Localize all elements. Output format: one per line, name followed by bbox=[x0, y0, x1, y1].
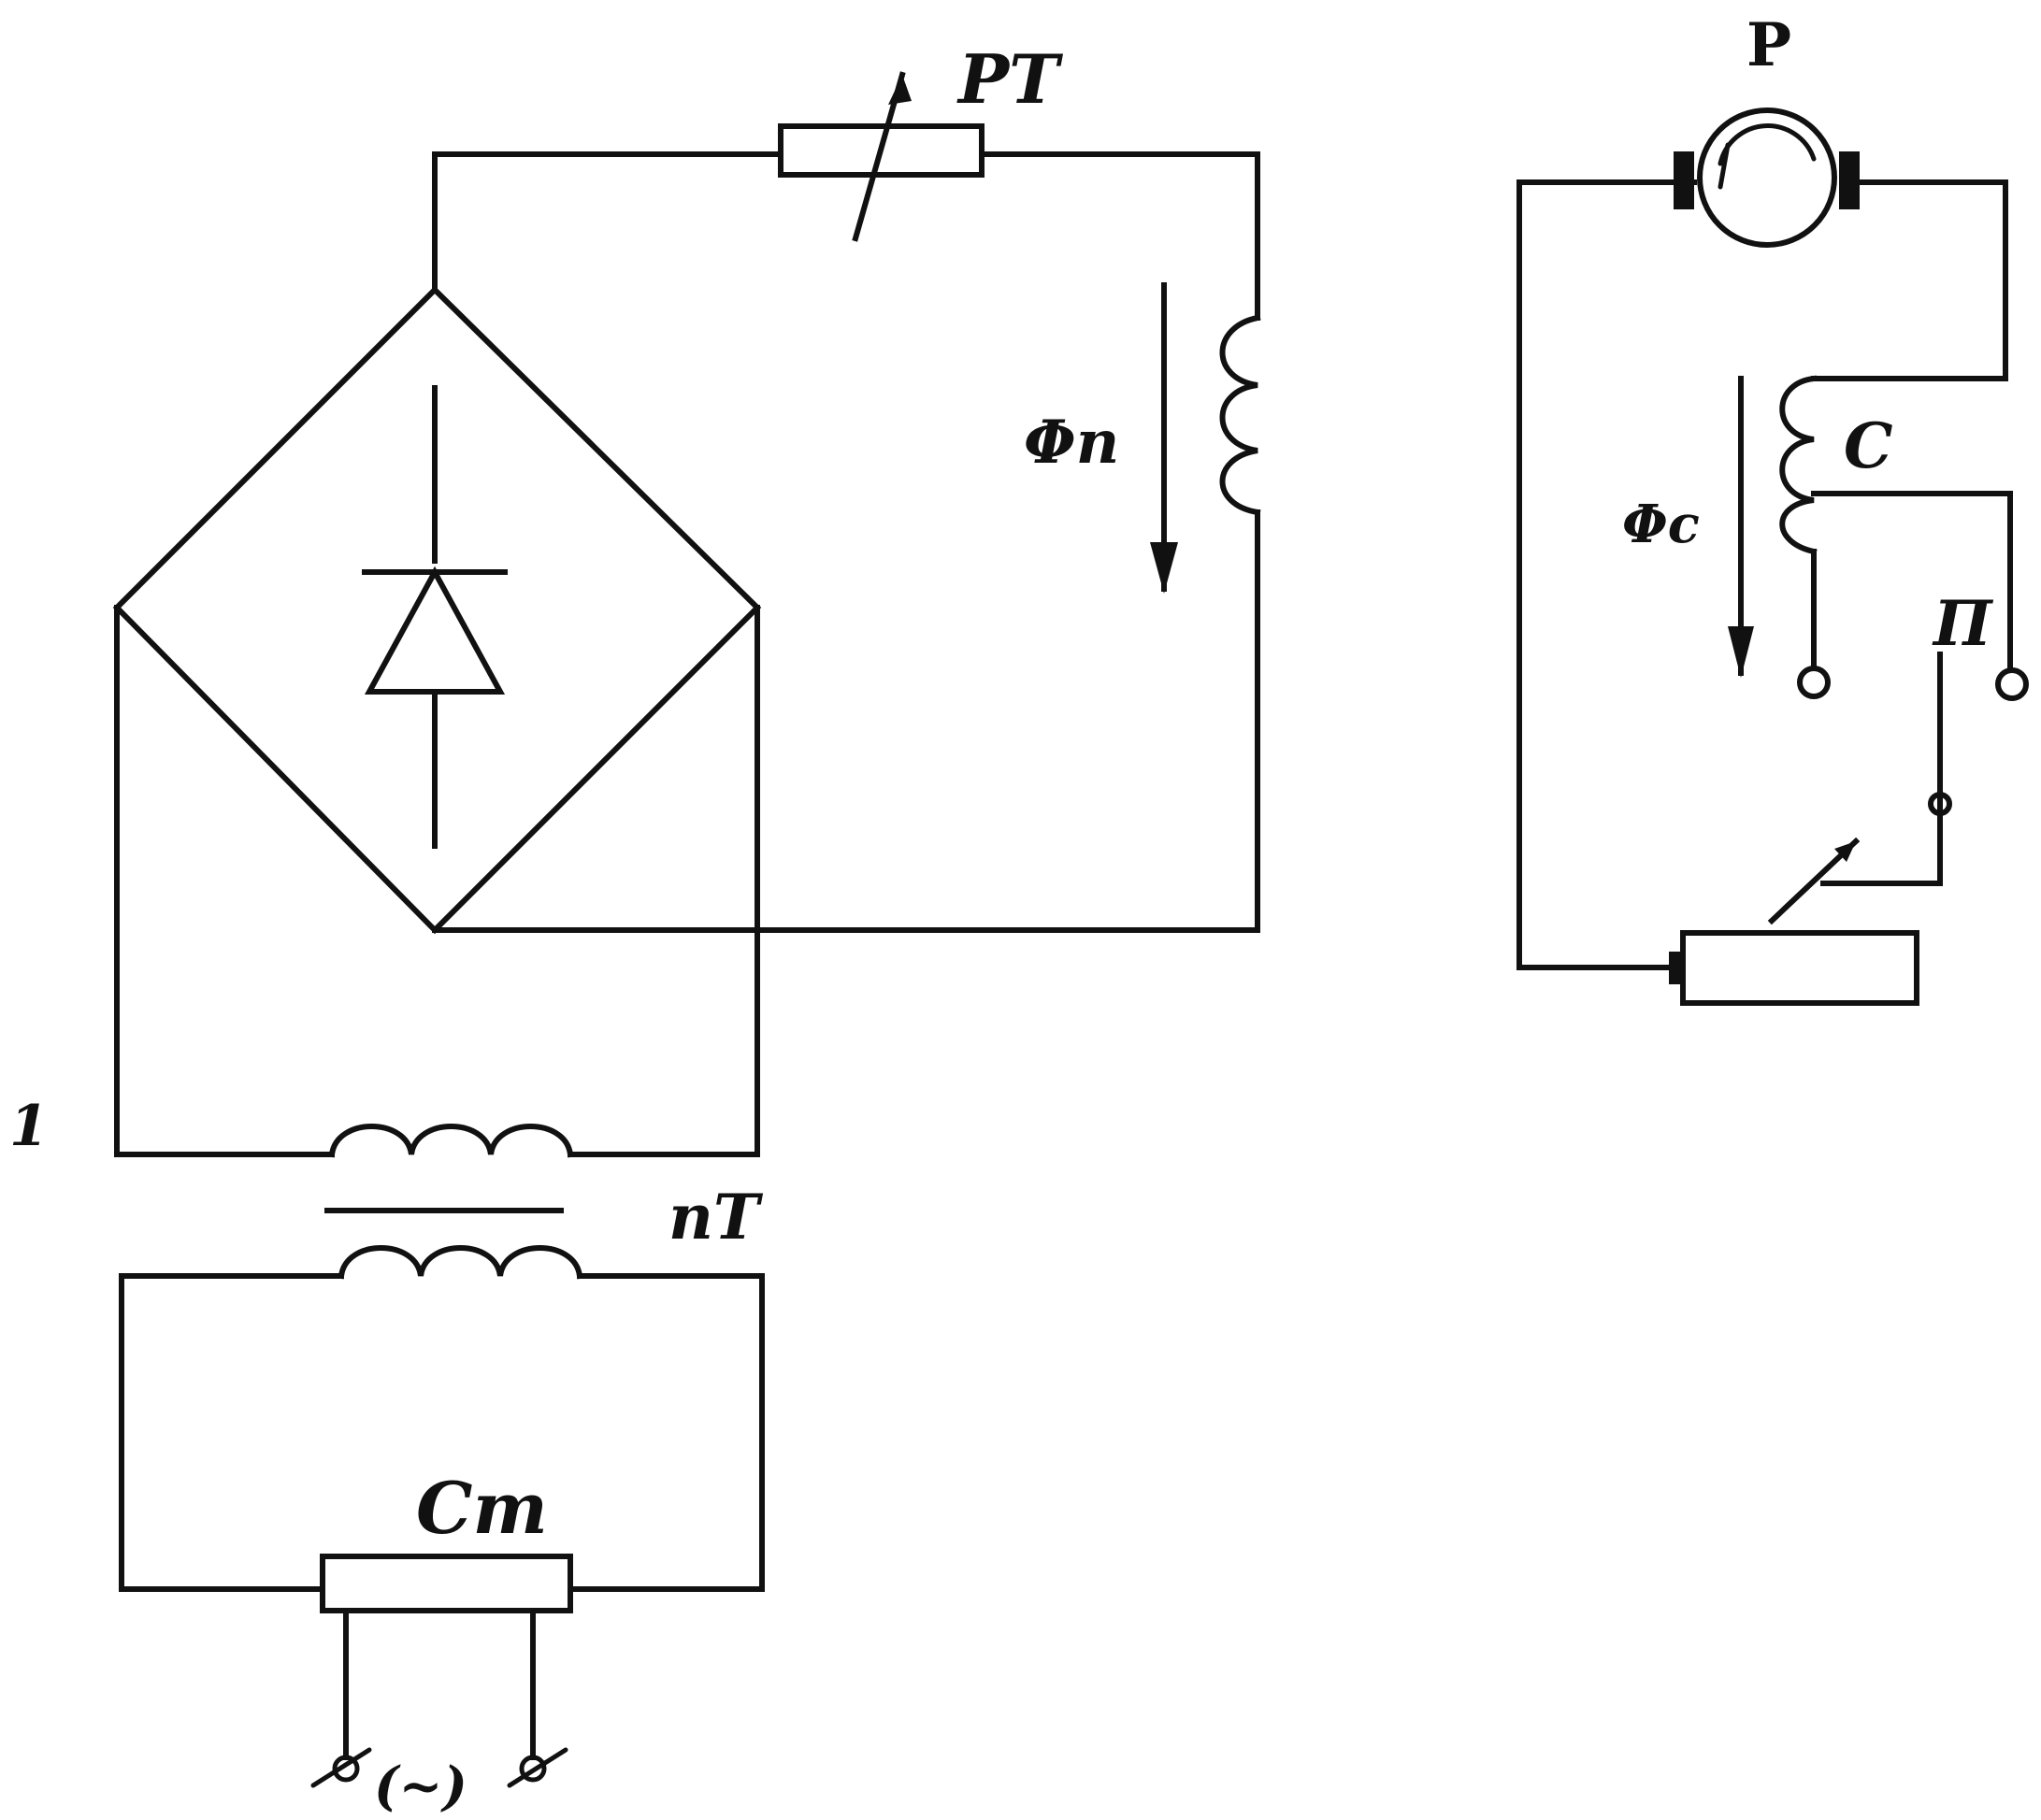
wire-coil-tap bbox=[1811, 491, 2013, 671]
stabilizer-box bbox=[320, 1554, 573, 1613]
transformer-pt bbox=[324, 1124, 583, 1280]
terminal-left bbox=[1797, 666, 1831, 699]
figure-number: 1 bbox=[9, 1094, 49, 1159]
wire-top-right bbox=[979, 151, 1260, 321]
series-coil-c bbox=[1779, 375, 1818, 555]
flux-arrow-p bbox=[1150, 282, 1178, 594]
wire-ac-right bbox=[568, 605, 760, 1157]
rheostat-pt bbox=[778, 71, 985, 242]
rheostat-pt-label: PT bbox=[956, 39, 1063, 119]
generator-p bbox=[1674, 107, 1860, 248]
wire-switch bbox=[1820, 652, 1943, 886]
wire-top-left bbox=[432, 151, 783, 293]
field-coil-p bbox=[1219, 314, 1261, 516]
diode-symbol bbox=[362, 385, 508, 849]
rheostat-bottom bbox=[1669, 837, 1919, 1006]
flux-arrow-c bbox=[1728, 376, 1754, 678]
flux-p-label: Φп bbox=[1024, 408, 1119, 478]
coil-c-label: С bbox=[1844, 409, 1893, 482]
wire-ac-left bbox=[114, 605, 335, 1157]
flux-c-label: Φс bbox=[1622, 494, 1700, 555]
ac-input-label: (~) bbox=[374, 1756, 467, 1817]
switch-contact bbox=[1928, 792, 1952, 816]
wire-primary-left bbox=[119, 1273, 344, 1592]
switch-p-label: П bbox=[1932, 587, 1994, 660]
wire-right-down bbox=[432, 509, 1260, 933]
generator-p-label: P bbox=[1746, 10, 1791, 80]
ac-input-terminals bbox=[310, 1608, 568, 1788]
wire-gen-left bbox=[1516, 179, 1697, 970]
wire-primary-right bbox=[568, 1273, 765, 1592]
stabilizer-label: Ст bbox=[416, 1467, 548, 1550]
wire-gen-right bbox=[1811, 179, 2008, 381]
terminal-right bbox=[1995, 667, 2029, 701]
transformer-pt-label: пТ bbox=[668, 1181, 764, 1254]
